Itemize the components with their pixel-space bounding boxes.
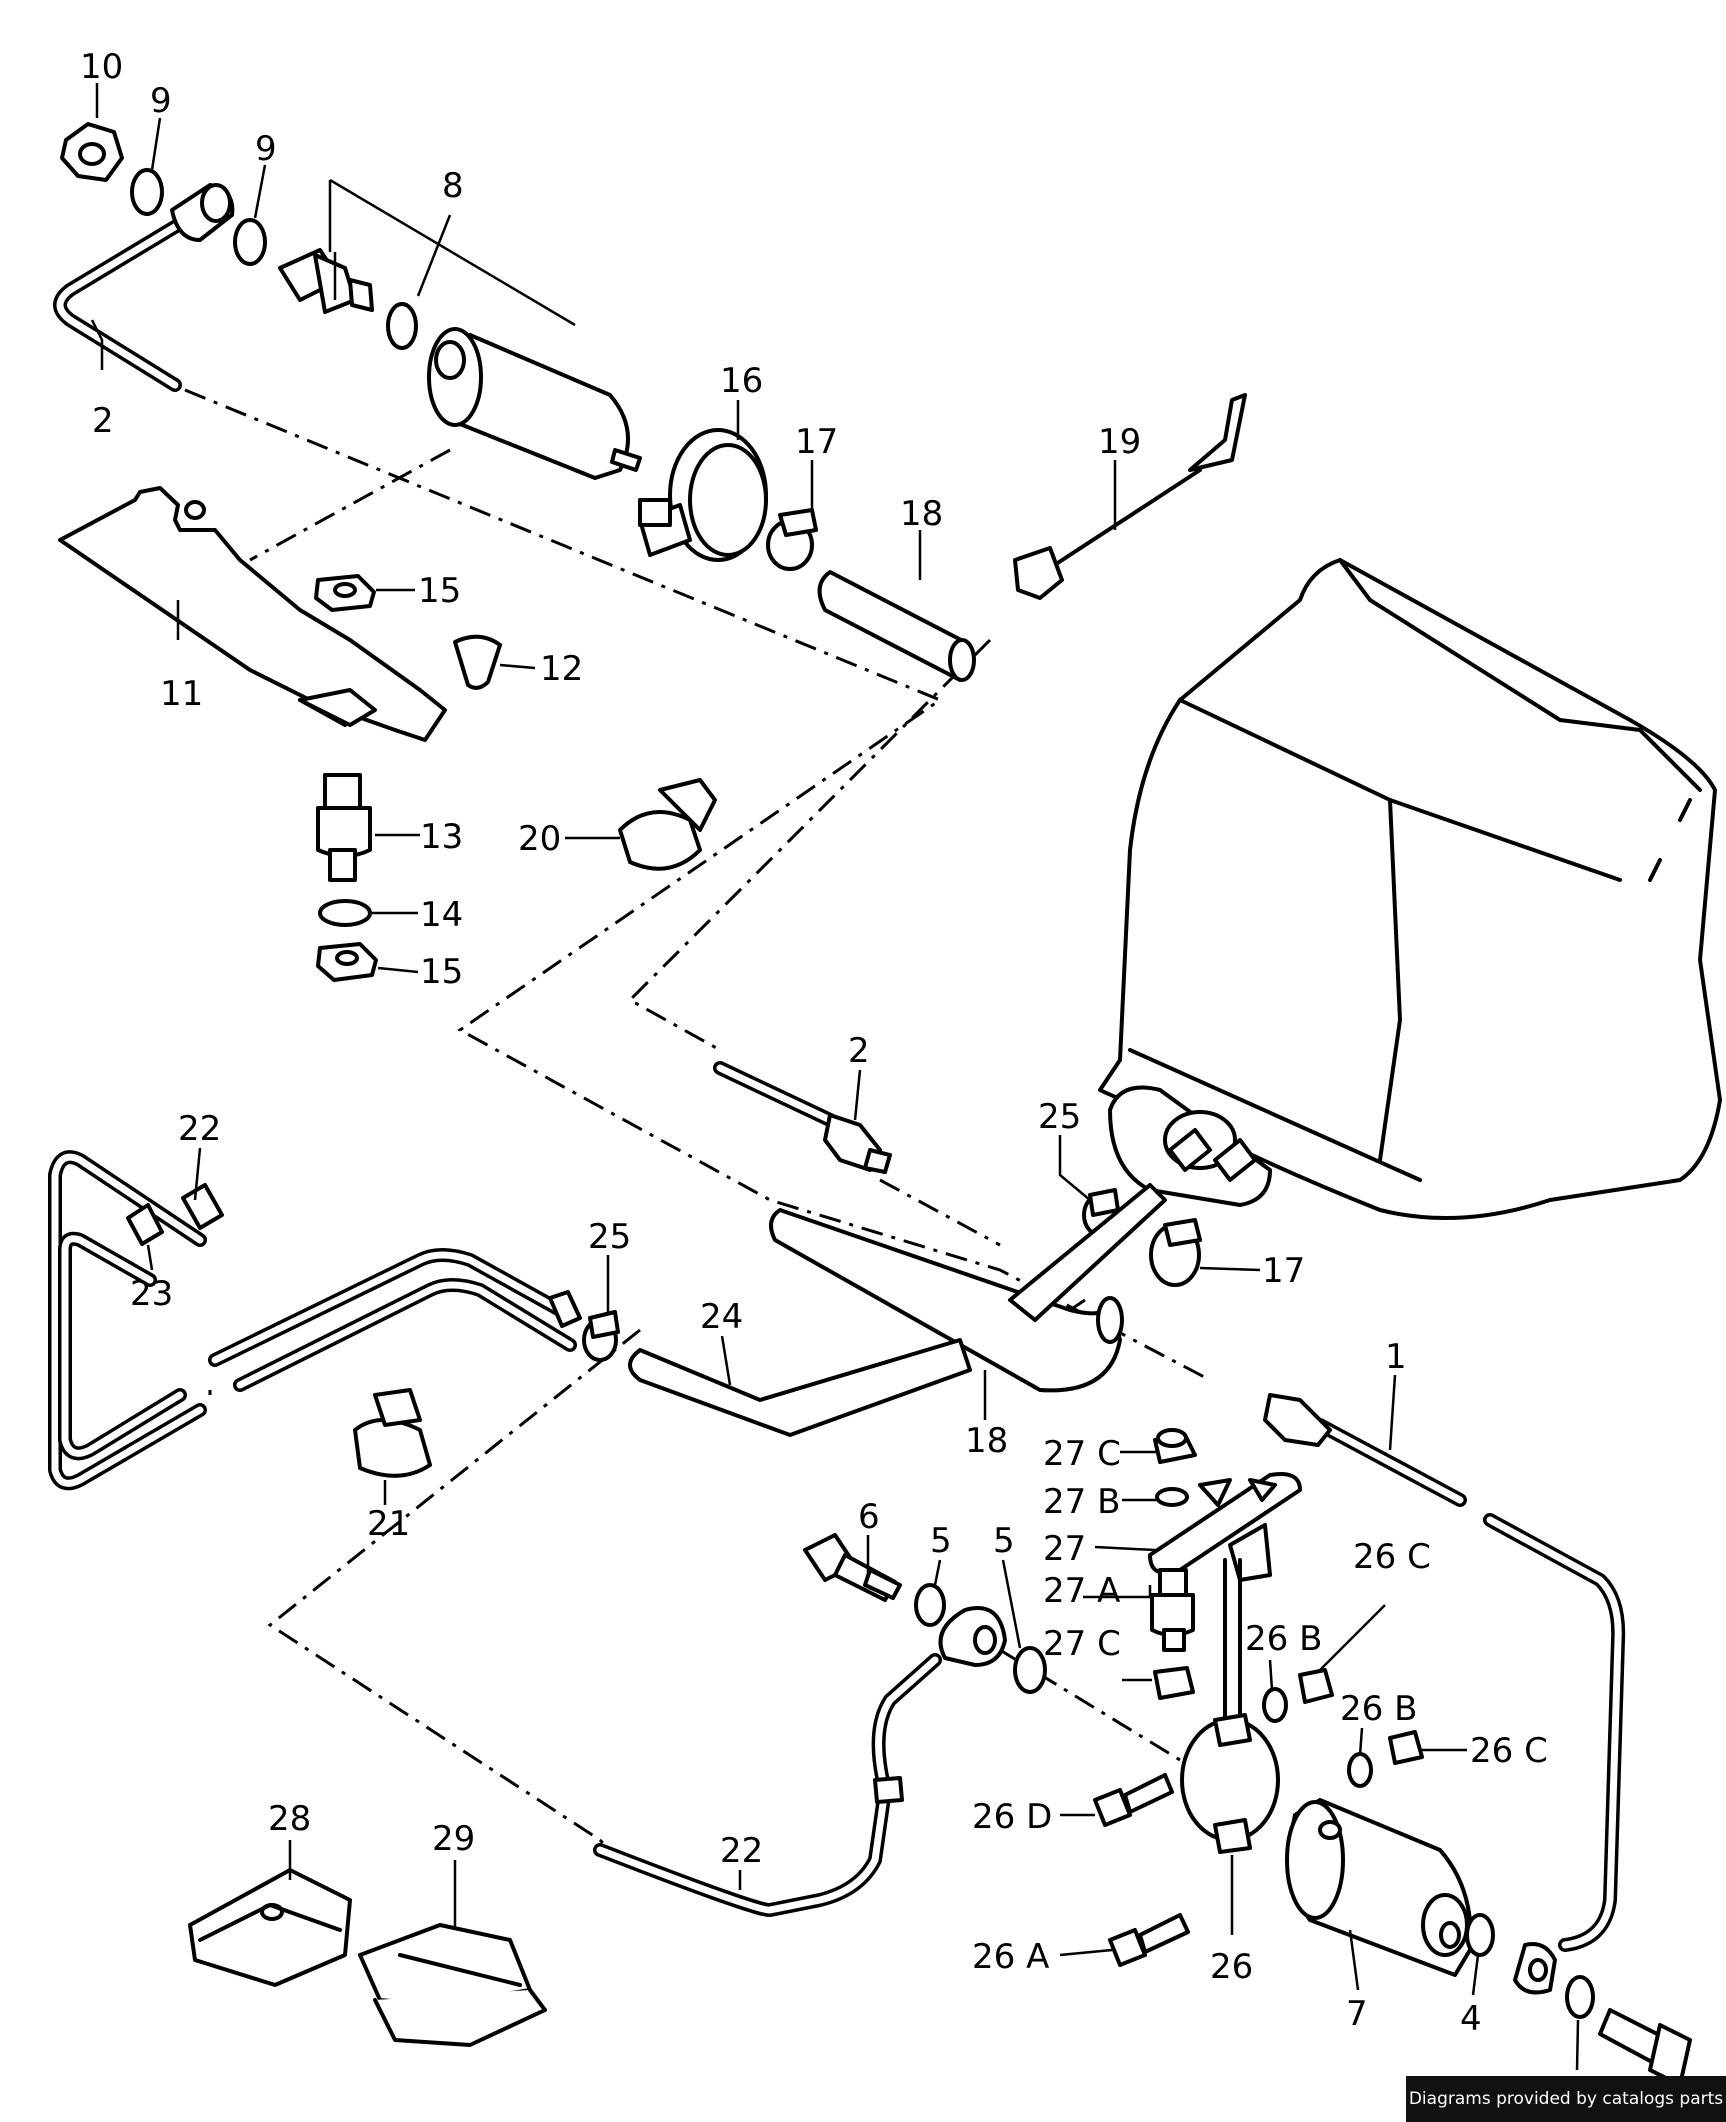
callout-16: 16 xyxy=(720,361,763,401)
callout-13: 13 xyxy=(420,817,463,857)
nut-26c-upper xyxy=(1298,1668,1334,1704)
callout-6: 6 xyxy=(858,1497,880,1537)
callout-27c-bottom: 27 C xyxy=(1043,1624,1121,1664)
callout-18-bottom: 18 xyxy=(965,1421,1008,1461)
banjo-bolt-6 xyxy=(803,1533,902,1602)
callout-17-bottom: 17 xyxy=(1262,1251,1305,1291)
nut-27c-top xyxy=(1153,1428,1197,1464)
fuel-hose-24 xyxy=(628,1338,972,1437)
callout-22-bottom: 22 xyxy=(720,1831,763,1871)
hose-clip-17-bottom xyxy=(1149,1218,1202,1287)
callout-12: 12 xyxy=(540,649,583,689)
callout-9b: 9 xyxy=(255,129,277,169)
callout-10: 10 xyxy=(80,47,123,87)
callout-5a: 5 xyxy=(930,1521,952,1561)
washer-9a xyxy=(130,168,164,216)
callout-4a: 4 xyxy=(1460,1999,1482,2039)
fuel-pipe-1 xyxy=(1263,1393,1626,1952)
callout-27a: 27 A xyxy=(1043,1571,1120,1611)
callout-27b: 27 B xyxy=(1043,1482,1120,1522)
fuel-pipe-2-mid xyxy=(713,1061,892,1174)
callout-26a: 26 A xyxy=(972,1937,1049,1977)
callout-25-right: 25 xyxy=(1038,1097,1081,1137)
bolt-26d xyxy=(1093,1773,1174,1827)
clamp-16 xyxy=(638,428,768,562)
callout-7: 7 xyxy=(1346,1994,1368,2034)
callout-14: 14 xyxy=(420,895,463,935)
callout-1: 1 xyxy=(1385,1337,1407,1377)
clip-20 xyxy=(618,778,717,871)
washer-5b xyxy=(1013,1646,1047,1694)
rubber-clip-28 xyxy=(188,1868,352,1987)
banjo-fitting-4 xyxy=(1513,1942,1557,1995)
clip-21 xyxy=(353,1388,432,1478)
callout-29: 29 xyxy=(432,1819,475,1859)
callout-26b-lower: 26 B xyxy=(1340,1689,1417,1729)
callout-26c-upper: 26 C xyxy=(1353,1537,1431,1577)
fuel-hose-18-bottom xyxy=(769,1183,1167,1393)
fuel-tank xyxy=(1098,558,1722,1220)
callout-25-left: 25 xyxy=(588,1217,631,1257)
washer-4a xyxy=(1465,1913,1495,1957)
callout-22-top: 22 xyxy=(178,1109,221,1149)
washer-26b-upper xyxy=(1262,1687,1288,1723)
washer-26b-lower xyxy=(1347,1752,1373,1788)
callout-27c-top: 27 C xyxy=(1043,1434,1121,1474)
fuel-pipe-2-top xyxy=(53,183,235,392)
callout-2-mid: 2 xyxy=(848,1031,870,1071)
washer-5a xyxy=(914,1583,946,1627)
catalog-credit-footer: Diagrams provided by catalogs parts xyxy=(1406,2076,1726,2122)
callout-labels: 10 9 9 8 2 16 17 18 19 15 12 11 13 20 14… xyxy=(80,47,1588,2117)
callout-2-top: 2 xyxy=(92,401,114,441)
nut-27c-bottom xyxy=(1153,1666,1195,1700)
callout-21: 21 xyxy=(367,1504,410,1544)
nut-15-top xyxy=(314,574,376,612)
clip-29 xyxy=(358,1923,547,2047)
bracket-11 xyxy=(58,486,447,742)
callout-26c-lower: 26 C xyxy=(1470,1731,1548,1771)
callout-26b-upper: 26 B xyxy=(1245,1619,1322,1659)
nut-10 xyxy=(60,122,124,182)
callout-5b: 5 xyxy=(993,1521,1015,1561)
fuel-filter-7 xyxy=(1285,1798,1473,1977)
bolt-26a xyxy=(1108,1913,1190,1967)
mount-27a xyxy=(1150,1568,1195,1652)
fuel-pump-8 xyxy=(278,248,642,480)
washer-4b xyxy=(1565,1975,1595,2019)
callout-11: 11 xyxy=(160,674,203,714)
callout-9a: 9 xyxy=(150,81,172,121)
callout-8: 8 xyxy=(442,166,464,206)
rubber-mount-13 xyxy=(316,773,372,882)
nut-26c-lower xyxy=(1388,1730,1424,1765)
callout-28: 28 xyxy=(268,1799,311,1839)
callout-23: 23 xyxy=(130,1274,173,1314)
clamp-26 xyxy=(1180,1713,1280,1854)
washer-9b xyxy=(233,218,267,266)
washer-14 xyxy=(318,899,372,927)
callout-17-top: 17 xyxy=(795,422,838,462)
nut-15-bottom xyxy=(316,942,378,982)
fuel-hose-18-top xyxy=(817,570,976,682)
callout-24: 24 xyxy=(700,1297,743,1337)
hose-clip-25-left xyxy=(582,1310,620,1362)
fuel-pipe-22-bottom xyxy=(593,1606,1007,1918)
washer-27b xyxy=(1155,1487,1189,1507)
banjo-bolt-4 xyxy=(1598,2008,1692,2087)
hose-clip-17-top xyxy=(766,508,818,571)
leader-lines xyxy=(90,83,1580,2071)
callout-19: 19 xyxy=(1098,422,1141,462)
callout-26: 26 xyxy=(1210,1947,1253,1987)
callout-27: 27 xyxy=(1043,1529,1086,1569)
level-rod-19 xyxy=(1013,393,1247,600)
callout-20: 20 xyxy=(518,819,561,859)
callout-18-top: 18 xyxy=(900,494,943,534)
callout-26d: 26 D xyxy=(972,1797,1052,1837)
cap-12 xyxy=(453,634,502,690)
fuel-pipe-22-23-loop xyxy=(48,1150,582,1491)
callout-15-top: 15 xyxy=(418,571,461,611)
callout-15-bottom: 15 xyxy=(420,952,463,992)
